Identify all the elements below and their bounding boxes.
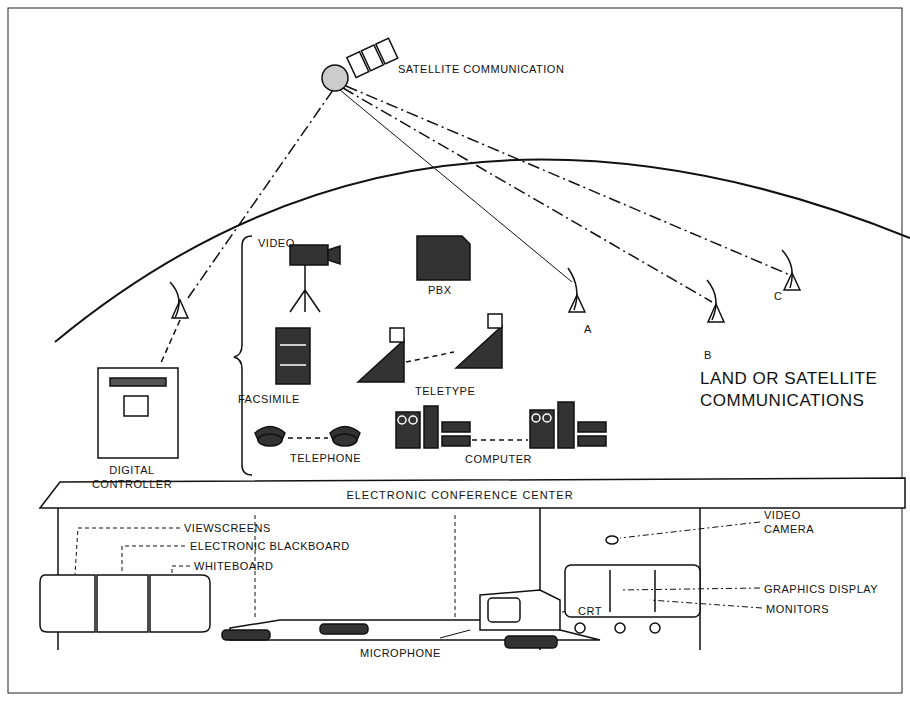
room-part-label: MONITORS xyxy=(766,602,829,616)
station-letter: B xyxy=(704,348,712,362)
device-label: TELETYPE xyxy=(415,384,475,398)
room-part-label: CRT xyxy=(578,604,602,618)
room-part-label: GRAPHICS DISPLAY xyxy=(764,582,878,596)
room-part-label: MICROPHONE xyxy=(360,646,441,660)
station-letter: C xyxy=(774,289,782,303)
room-part-label: ELECTRONIC BLACKBOARD xyxy=(190,539,350,553)
device-label: FACSIMILE xyxy=(238,392,300,406)
device-label: TELEPHONE xyxy=(290,451,361,465)
device-label: PBX xyxy=(428,283,452,297)
room-part-label: WHITEBOARD xyxy=(194,559,274,573)
device-label: DIGITAL CONTROLLER xyxy=(82,463,182,492)
network-label: LAND OR SATELLITE COMMUNICATIONS xyxy=(700,368,890,412)
band-title: ELECTRONIC CONFERENCE CENTER xyxy=(342,489,577,501)
room-part-label: VIEWSCREENS xyxy=(184,521,271,535)
satellite-label: SATELLITE COMMUNICATION xyxy=(398,62,564,76)
device-label: VIDEO xyxy=(258,236,295,250)
device-label: COMPUTER xyxy=(465,452,532,466)
conference-band: ELECTRONIC CONFERENCE CENTER xyxy=(230,484,690,506)
room-part-label: VIDEO CAMERA xyxy=(764,508,834,537)
station-letter: A xyxy=(584,322,592,336)
